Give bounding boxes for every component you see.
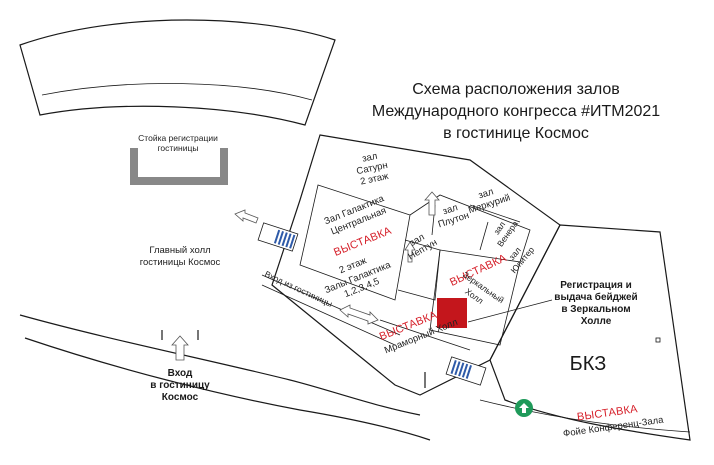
map-title: Схема расположения залов Международного … bbox=[372, 81, 660, 142]
title-line1: Схема расположения залов bbox=[412, 81, 620, 98]
svg-text:зал: зал bbox=[361, 151, 378, 165]
badge-registration-info: Регистрация и выдача бейджей в Зеркально… bbox=[554, 280, 637, 327]
svg-text:Холле: Холле bbox=[581, 316, 612, 327]
registration-desk-label-1: Стойка регистрации bbox=[138, 133, 218, 143]
arrow-icon bbox=[424, 191, 440, 216]
hall-pluto: зал Плутон bbox=[437, 202, 471, 230]
exit-icon bbox=[515, 399, 533, 417]
halls-building-walls bbox=[271, 134, 561, 396]
svg-text:Регистрация и: Регистрация и bbox=[560, 280, 631, 291]
title-line3: в гостинице Космос bbox=[443, 125, 589, 142]
arrow-icon bbox=[339, 304, 379, 325]
badge-registration-marker bbox=[437, 298, 467, 328]
main-hall-label-2: гостиницы Космос bbox=[140, 257, 221, 268]
hall-saturn: зал Сатурн 2 этаж bbox=[355, 151, 390, 188]
entrance-label-1: Вход bbox=[168, 368, 193, 379]
arrow-icon bbox=[404, 241, 416, 263]
arrow-icon bbox=[234, 209, 259, 224]
direction-arrows bbox=[171, 191, 440, 361]
hotel-registration-desk bbox=[130, 148, 228, 185]
svg-text:зал: зал bbox=[477, 186, 495, 201]
main-hall-label-1: Главный холл bbox=[149, 245, 210, 256]
hall-venus: зал Венера bbox=[491, 219, 520, 249]
svg-text:в Зеркальном: в Зеркальном bbox=[561, 304, 630, 315]
entrance-doors bbox=[161, 330, 426, 388]
bkz-building-walls bbox=[479, 224, 691, 441]
svg-text:зал: зал bbox=[441, 202, 459, 217]
badge-pointer-line bbox=[467, 299, 553, 323]
escalator-bkz-side bbox=[445, 356, 487, 386]
entrance-label-3: Космос bbox=[162, 392, 199, 403]
arrow-icon bbox=[171, 335, 189, 361]
bkz-label: БКЗ bbox=[570, 353, 607, 375]
hotel-building-walls bbox=[19, 19, 431, 441]
svg-text:выдача бейджей: выдача бейджей bbox=[554, 291, 637, 303]
title-line2: Международного конгресса #ИТМ2021 bbox=[372, 103, 660, 120]
registration-desk-label-2: гостиницы bbox=[158, 143, 199, 153]
escalator-hotel-side bbox=[257, 222, 299, 252]
entrance-label-2: в гостиницу bbox=[150, 380, 210, 391]
